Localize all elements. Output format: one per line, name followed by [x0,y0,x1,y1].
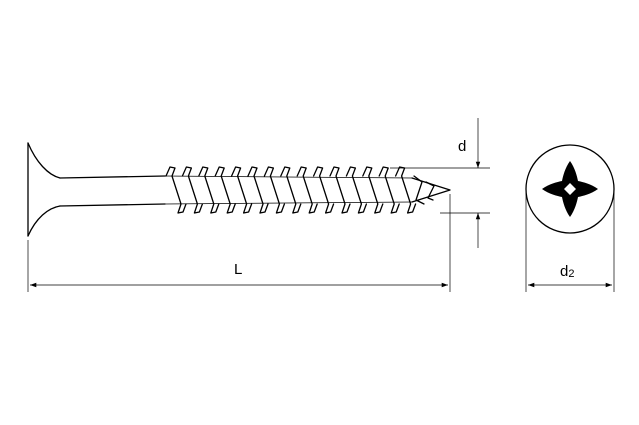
thread-crest [345,166,368,214]
screw-head-end-view [525,144,615,234]
thread-crest [312,166,335,214]
head-circle [525,144,615,234]
shank-top [59,175,166,179]
phillips-recess-icon [542,161,598,217]
tip-thread-2 [425,181,435,201]
thread-crest [329,166,351,214]
head-curve-top [27,142,61,179]
thread-minor-bottom [164,201,413,205]
thread-crest [296,166,318,214]
length-label: L [234,261,242,278]
thread-crest [181,166,204,214]
head-curve-bottom [27,205,61,237]
thread-crest [198,166,220,214]
diameter-label: d [458,138,466,155]
thread-crest [362,166,384,214]
thread-crest [214,166,236,214]
thread-crest [378,166,400,214]
thread-crest [263,166,286,214]
screw-tip [411,177,451,203]
thread-crest [247,166,269,214]
screw-side-view [27,142,451,237]
thread-crest [394,166,417,214]
thread-crest [230,166,253,214]
thread-crests [165,166,417,214]
tip-thread-1 [413,175,425,205]
thread-minor-top [164,175,413,179]
head-diameter-label: d2 [560,263,574,280]
thread-crest [280,166,302,214]
shank-bottom [59,203,166,207]
thread-crest [165,166,187,214]
